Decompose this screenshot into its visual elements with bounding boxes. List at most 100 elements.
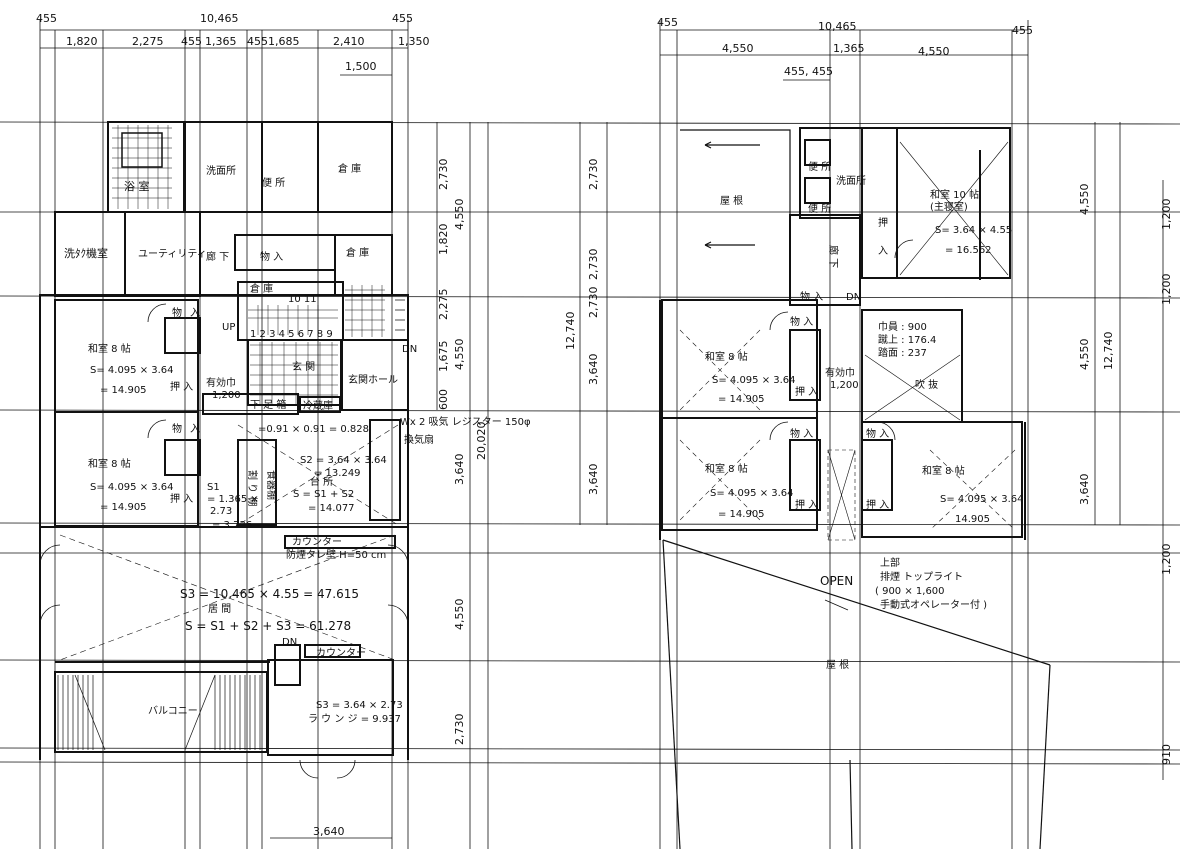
- stair-step-numbers: 1 2 3 4 5 6 7 8 9: [250, 329, 333, 340]
- pantry-label: 食器棚: [265, 470, 278, 500]
- area-formula: S = S1 + S2: [293, 489, 354, 500]
- void-diagonals-2f: [679, 141, 1016, 541]
- dim-text: 455: [392, 12, 413, 25]
- effective-width-value: 1,200: [212, 390, 241, 401]
- stair-width-note: 巾員 : 900: [878, 320, 927, 333]
- area-formula: S= 4.095 × 3.64: [940, 494, 1024, 505]
- room-label-lounge: ラ ウ ン ジ = 9.937: [308, 713, 401, 725]
- dim-text: 455: [1012, 24, 1033, 37]
- closet-label: 入: [190, 424, 200, 435]
- room-label-toilet: 便 所: [262, 176, 285, 189]
- effective-width-label: 有効巾: [206, 376, 236, 389]
- area-formula: S3 = 3.64 × 2.73: [316, 700, 403, 711]
- dim-text: 1,820: [437, 224, 450, 256]
- dim-text: 455, 455: [784, 65, 833, 78]
- area-value: = 16.562: [945, 245, 992, 256]
- room-label-washitsu: 和室 8 帖: [922, 464, 965, 477]
- dim-text: 10,465: [200, 12, 239, 25]
- area-value: 14.905: [955, 514, 990, 525]
- dim-text: 3,640: [1078, 474, 1091, 506]
- room-label-balcony: バルコニー: [148, 705, 198, 717]
- counter-label: カウンター: [292, 536, 342, 548]
- skylight-note: 上部: [880, 556, 900, 569]
- dim-text: 1,350: [398, 35, 430, 48]
- room-area-value: = 14.905: [100, 385, 147, 396]
- dim-text: 4,550: [453, 199, 466, 231]
- stair-down-label: DN: [282, 637, 297, 648]
- room-label-utility: ユーティリティ: [138, 249, 207, 260]
- area-formula: S = S1 + S2 + S3 = 61.278: [185, 619, 351, 633]
- area-formula: = 1.365 ×: [207, 494, 259, 505]
- room-label-hallway: 廊 下: [206, 250, 229, 263]
- counter-label: カウンター: [316, 647, 366, 659]
- dim-text: 2,410: [333, 35, 365, 48]
- room-label-master-sub: (主寝室): [930, 200, 968, 213]
- skylight-note: ( 900 × 1,600: [875, 586, 945, 597]
- dim-text: 4,550: [1078, 339, 1091, 371]
- vent-note: =0.91 × 0.91 = 0.828: [258, 424, 369, 435]
- dim-text: 2,730: [587, 159, 600, 191]
- area-formula: S= 4.095 × 3.64: [712, 375, 796, 386]
- closet-label: 物: [172, 306, 182, 319]
- dim-text: 910: [1160, 744, 1173, 765]
- room-area-value: = 14.905: [100, 502, 147, 513]
- room-area-formula: S= 4.095 × 3.64: [90, 365, 174, 376]
- dim-text: 1,675: [437, 341, 450, 373]
- plan-2f-top-dimensions: 455 10,465 455 4,550 1,365 4,550 455, 45…: [657, 16, 1033, 78]
- room-label-storage: 倉 庫: [338, 162, 361, 175]
- dim-text: 600: [437, 389, 450, 410]
- plan-2f-roof: [662, 129, 1051, 850]
- storage-label: 冷蔵庫: [303, 399, 333, 412]
- area-formula: S3 = 10.465 × 4.55 = 47.615: [180, 587, 359, 601]
- closet-label: 押 入: [866, 498, 889, 511]
- dim-text: 2,275: [437, 289, 450, 321]
- stair-down-label: DN: [402, 344, 417, 355]
- area-formula: S= 3.64 × 4.55: [935, 225, 1012, 236]
- dim-text: 455: [36, 12, 57, 25]
- dim-text: 1,200: [1160, 274, 1173, 306]
- dim-text: 1,200: [1160, 199, 1173, 231]
- closet-label: 物 入: [866, 427, 889, 440]
- room-label-storage: 倉 庫: [346, 246, 369, 259]
- room-label-closet: 物 入: [800, 290, 823, 303]
- room-label-washitsu: 和室 8 帖: [705, 350, 748, 363]
- room-label-living: 居 間: [208, 603, 231, 615]
- stair-up-label: UP: [222, 322, 235, 333]
- closet-label: 押: [878, 216, 888, 229]
- room-label-storage: 倉 庫: [250, 282, 273, 295]
- area-value: = 14.905: [718, 509, 765, 520]
- effective-width-value: 1,200: [830, 380, 859, 391]
- roof-label: 屋 根: [720, 194, 743, 207]
- dim-text: 3,640: [587, 464, 600, 496]
- stair-step-numbers: 10 11: [288, 294, 317, 305]
- room-label-laundry: 洗ﾀｸ機室: [64, 246, 108, 260]
- balcony-hatch: [57, 674, 261, 751]
- roof-label: 屋 根: [826, 658, 849, 671]
- dimension-lines-top: [40, 29, 1028, 839]
- plan-1f-tile-hatching: [112, 125, 385, 404]
- living-diagonals: [59, 424, 399, 661]
- plan-2f-side-dimensions: 2,730 2,730 4,550 4,550 12,740 3,640 1,2…: [587, 184, 1173, 766]
- area-value: = 13.249: [314, 468, 361, 479]
- skylight-note: 手動式オペレーター付 ): [880, 598, 987, 611]
- area-formula: 2.73: [210, 506, 232, 517]
- plan-1f-room-labels: 浴 室 洗面所 便 所 倉 庫 洗ﾀｸ機室 ユーティリティ 廊 下 物 入 倉 …: [64, 162, 531, 838]
- dim-text: 1,365: [833, 42, 865, 55]
- dim-text: 455: [181, 35, 202, 48]
- area-value: = 14.905: [718, 394, 765, 405]
- exhaust-fan-label: 換気扇: [404, 433, 434, 446]
- room-label-entry: 玄 関: [292, 360, 315, 373]
- closet-label: 押 入: [170, 492, 193, 505]
- room-label-washroom: 洗面所: [206, 165, 236, 177]
- dim-text: 20,020: [475, 422, 488, 461]
- dim-text: 4,550: [722, 42, 754, 55]
- area-formula: S1: [207, 482, 220, 493]
- dim-text: 3,640: [313, 825, 345, 838]
- stair-riser-note: 蹴上 : 176.4: [878, 333, 936, 346]
- shoe-cabinet-label: 下 足 箱: [250, 398, 286, 411]
- dim-text: 2,730: [453, 714, 466, 746]
- smoke-wall-note: 防煙タレ壁 H=50 cm: [286, 548, 386, 561]
- closet-label: 物 入: [790, 427, 813, 440]
- dim-text: 4,550: [918, 45, 950, 58]
- stair-down-label: DN: [846, 292, 861, 303]
